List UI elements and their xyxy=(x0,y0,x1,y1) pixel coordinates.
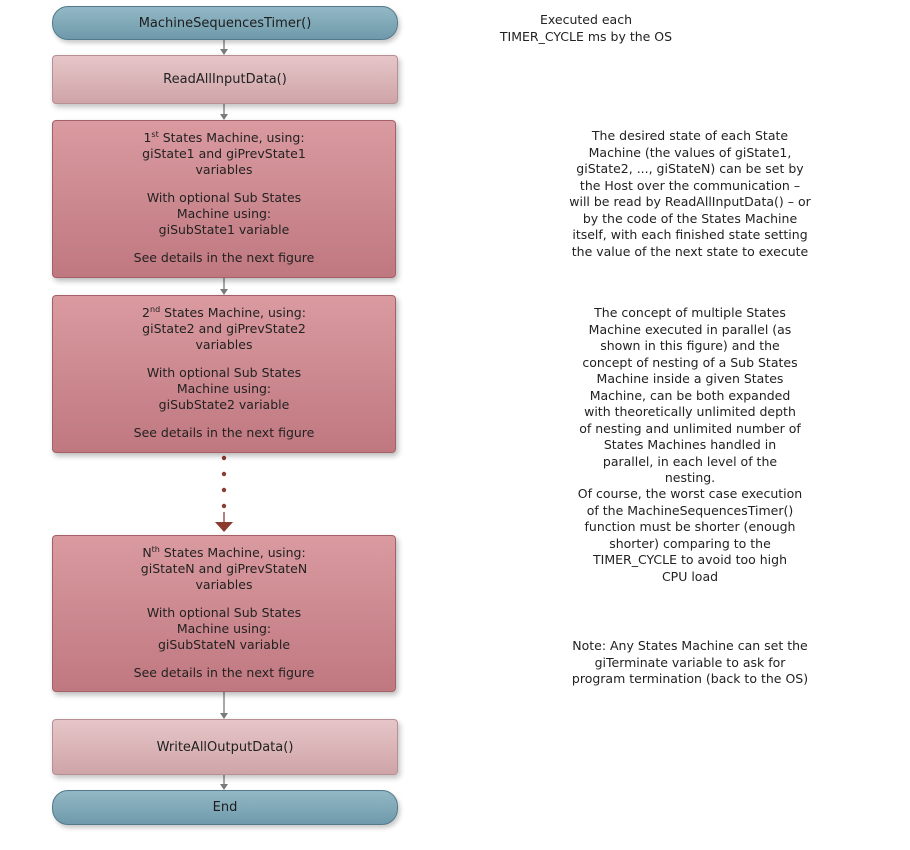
note-line: Machine (the values of giState1, xyxy=(588,144,792,160)
note-line: program termination (back to the OS) xyxy=(571,671,809,686)
ordinal: 2 xyxy=(142,305,150,320)
note-line: The concept of multiple States xyxy=(594,305,786,320)
title-rest: States Machine, using: xyxy=(159,545,306,560)
note-line: with theoretically unlimited depth xyxy=(584,404,796,419)
end-terminal-label: End xyxy=(212,800,238,815)
details-line: See details in the next figure xyxy=(133,425,315,440)
ellipsis-dot xyxy=(221,503,227,509)
details-line: See details in the next figure xyxy=(133,250,315,265)
state-vars-line: variables xyxy=(195,577,253,592)
ordinal-suffix: nd xyxy=(150,304,161,314)
note-line: Machine inside a given States xyxy=(596,371,784,386)
note-line: of the MachineSequencesTimer() xyxy=(586,502,794,518)
start-terminal-node: MachineSequencesTimer() xyxy=(52,6,398,40)
read-input-label: ReadAllInputData() xyxy=(163,72,287,87)
timer-note: Executed each TIMER_CYCLE ms by the OS xyxy=(426,12,746,45)
note-line: Of course, the worst case execution xyxy=(577,486,803,501)
note-line: Note: Any States Machine can set the xyxy=(572,638,808,653)
ordinal: 1 xyxy=(143,130,152,145)
terminate-note: Note: Any States Machine can set the giT… xyxy=(470,638,910,688)
state-machine-2-node: 2nd States Machine, using: giState2 and … xyxy=(52,295,396,453)
note-line: concept of nesting of a Sub States xyxy=(582,354,798,370)
write-output-label: WriteAllOutputData() xyxy=(156,739,294,755)
note-line: function must be shorter (enough xyxy=(584,519,796,534)
note-line: the Host over the communication – xyxy=(579,177,801,193)
note-line: shorter) comparing to the xyxy=(609,535,771,551)
state-machine-n-title: Nth States Machine, using: xyxy=(59,545,389,561)
ellipsis-dot xyxy=(221,471,227,477)
read-input-node: ReadAllInputData() xyxy=(52,55,398,104)
note-line: CPU load xyxy=(661,568,719,584)
note-line: Machine executed in parallel (as xyxy=(588,321,792,337)
note-line: the value of the next state to execute xyxy=(571,243,809,259)
sub-state-line: giSubState2 variable xyxy=(158,397,290,412)
note-line: TIMER_CYCLE to avoid too high xyxy=(593,552,787,567)
sub-state-line: giSubStateN variable xyxy=(157,637,291,652)
ellipsis-dot xyxy=(221,487,227,493)
note-line: Executed each xyxy=(539,12,633,27)
state-machine-2-title: 2nd States Machine, using: xyxy=(59,305,389,321)
note-line: giState2, ..., giStateN) can be set by xyxy=(576,161,804,176)
sub-state-line: With optional Sub States xyxy=(146,365,302,380)
note-line: of nesting and unlimited number of xyxy=(579,420,801,436)
note-line: The desired state of each State xyxy=(591,128,789,143)
note-line: itself, with each finished state setting xyxy=(572,227,808,242)
ordinal-suffix: st xyxy=(151,129,159,139)
note-line: States Machines handled in xyxy=(603,437,777,452)
state-machine-1-title: 1st States Machine, using: xyxy=(59,130,389,146)
state-vars-line: variables xyxy=(195,337,253,352)
sub-state-line: giSubState1 variable xyxy=(158,222,290,237)
state-vars-line: variables xyxy=(195,162,253,177)
ordinal: N xyxy=(142,545,152,560)
worst-case-note: Of course, the worst case execution of t… xyxy=(470,486,910,585)
note-line: nesting. xyxy=(664,470,716,485)
arrowhead xyxy=(215,522,233,532)
sub-state-line: Machine using: xyxy=(176,381,272,396)
state-vars-line: giState1 and giPrevState1 xyxy=(142,146,306,161)
state-vars-line: giStateN and giPrevStateN xyxy=(140,561,308,576)
note-line: shown in this figure) and the xyxy=(600,338,780,353)
note-line: Machine, can be both expanded xyxy=(589,387,791,403)
note-line: parallel, in each level of the xyxy=(602,453,778,469)
state-machine-1-node: 1st States Machine, using: giState1 and … xyxy=(52,120,396,278)
arrowhead xyxy=(220,713,228,719)
note-line: will be read by ReadAllInputData() – or xyxy=(569,194,811,209)
ellipsis-dot xyxy=(221,455,227,461)
note-line: TIMER_CYCLE ms by the OS xyxy=(499,28,673,44)
sub-state-line: Machine using: xyxy=(176,206,272,221)
note-line: by the code of the States Machine xyxy=(582,210,798,226)
write-output-node: WriteAllOutputData() xyxy=(52,719,398,775)
arrowhead xyxy=(220,784,228,790)
state-machine-n-node: Nth States Machine, using: giStateN and … xyxy=(52,535,396,692)
sub-state-line: Machine using: xyxy=(176,621,272,636)
arrowhead xyxy=(220,289,228,295)
title-rest: States Machine, using: xyxy=(160,305,306,320)
title-rest: States Machine, using: xyxy=(158,130,305,145)
ordinal-suffix: th xyxy=(151,544,160,554)
end-terminal-node: End xyxy=(52,790,398,825)
sub-state-line: With optional Sub States xyxy=(146,605,302,620)
state-vars-line: giState2 and giPrevState2 xyxy=(142,321,306,336)
arrowhead xyxy=(220,114,228,120)
arrowhead xyxy=(220,49,228,55)
details-line: See details in the next figure xyxy=(133,665,315,680)
sub-state-line: With optional Sub States xyxy=(146,190,302,205)
start-terminal-label: MachineSequencesTimer() xyxy=(138,15,312,31)
concept-note: The concept of multiple States Machine e… xyxy=(470,305,910,487)
state-setting-note: The desired state of each State Machine … xyxy=(470,128,910,260)
note-line: giTerminate variable to ask for xyxy=(594,654,786,670)
